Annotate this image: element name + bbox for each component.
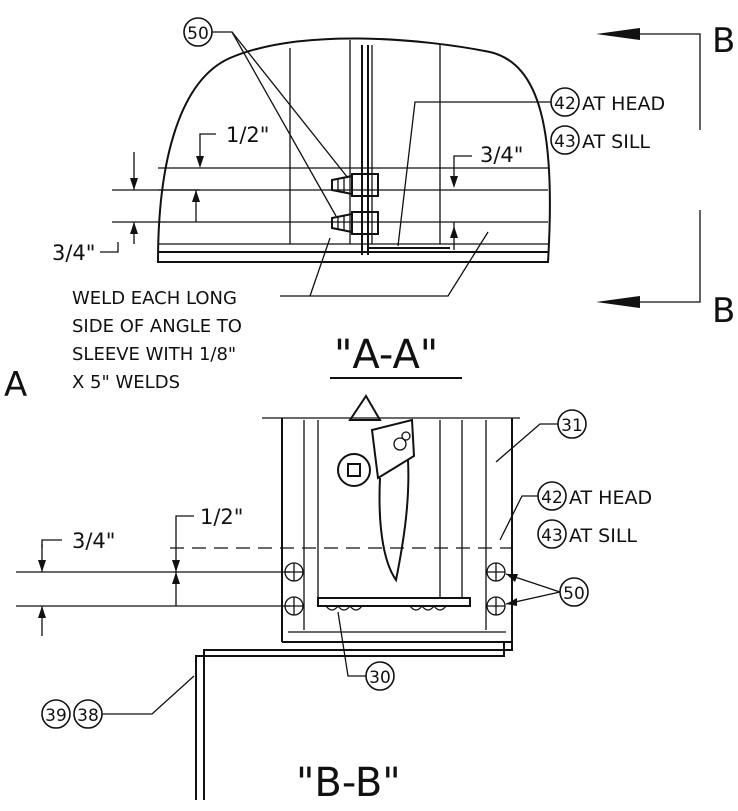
marker-b-top: B — [712, 21, 735, 61]
bb-leader — [495, 423, 558, 463]
bb-arrowhead — [172, 560, 180, 572]
bb-leader — [337, 611, 366, 677]
bb-callout-31: 31 — [561, 416, 583, 436]
bb-angle-inner — [195, 642, 505, 800]
aa-arrowhead — [192, 190, 200, 202]
aa-dim-half: 1/2" — [226, 123, 269, 147]
aa-dim-leader — [100, 242, 119, 253]
bb-arrowhead — [38, 606, 46, 618]
bb-callout-39-bubble — [41, 699, 71, 729]
aa-weld-leader — [280, 231, 489, 297]
aa-arrowhead — [196, 156, 204, 168]
bb-callout-42: 42 — [541, 488, 563, 508]
bb-dim-leader — [41, 539, 62, 548]
aa-callout-42: 42 — [554, 94, 576, 114]
aa-leader — [397, 101, 551, 247]
aa-screw-lower — [331, 211, 379, 235]
section-aa: 50 42 AT HEAD 43 AT SILL 1/2" 3/4" 3/4" — [52, 17, 665, 393]
aa-arrowhead — [130, 222, 138, 234]
aa-callout-43: 43 — [554, 132, 576, 152]
aa-weld-note-line-3: SLEEVE WITH 1/8" — [72, 344, 236, 365]
bb-extrusion-ribs — [325, 604, 447, 611]
marker-line-bottom — [640, 210, 701, 303]
bb-angle-outer — [203, 614, 513, 800]
bb-arrowhead — [38, 560, 46, 572]
aa-at-head: AT HEAD — [582, 93, 665, 115]
aa-callout-50: 50 — [187, 24, 209, 44]
bb-fastener — [486, 596, 506, 616]
aa-title: "A-A" — [334, 332, 438, 378]
marker-arrow-top — [596, 28, 640, 40]
bb-leader — [499, 495, 538, 541]
bb-callout-39: 39 — [45, 706, 67, 726]
bb-callout-30: 30 — [369, 668, 391, 688]
bb-fastener — [486, 562, 506, 582]
aa-dim-three-quarter-right: 3/4" — [480, 143, 523, 167]
bb-at-sill: AT SILL — [569, 525, 637, 547]
bb-arrowhead — [506, 574, 518, 582]
bb-arrowhead — [506, 598, 517, 606]
marker-line-top — [640, 33, 701, 130]
aa-weld-note-line-2: SIDE OF ANGLE TO — [72, 316, 242, 337]
bb-callout-50: 50 — [563, 584, 585, 604]
bb-lock-hardware — [337, 394, 416, 583]
aa-dim-leader — [199, 133, 216, 160]
marker-a-left: A — [4, 365, 27, 405]
bb-leader — [102, 675, 195, 715]
aa-sleeve-outline — [156, 37, 551, 263]
marker-arrow-bottom — [596, 296, 640, 308]
bb-title: "B-B" — [296, 760, 401, 806]
bb-at-head: AT HEAD — [569, 487, 652, 509]
bb-dim-half: 1/2" — [200, 505, 243, 529]
section-bb: 1/2" 3/4" 31 42 AT HEAD 43 AT SILL 50 30 — [16, 394, 652, 806]
aa-arrowhead — [450, 176, 458, 188]
aa-at-sill: AT SILL — [582, 131, 650, 153]
aa-arrowhead — [130, 178, 138, 190]
bb-sill-extrusion — [317, 597, 471, 607]
aa-screw-upper — [331, 173, 379, 197]
aa-dim-leader — [453, 155, 472, 180]
section-markers: B B A — [4, 21, 735, 405]
aa-weld-note-line-4: X 5" WELDS — [72, 372, 180, 393]
marker-b-bottom: B — [712, 291, 735, 331]
aa-weld-leader — [309, 237, 331, 297]
bb-dim-leader — [175, 515, 194, 528]
bb-callout-43: 43 — [541, 526, 563, 546]
aa-leader — [231, 31, 337, 217]
aa-dim-three-quarter-left: 3/4" — [52, 241, 95, 265]
aa-weld-note-line-1: WELD EACH LONG — [72, 288, 237, 309]
aa-arrowhead — [450, 226, 458, 238]
aa-callout-43-bubble — [550, 125, 580, 155]
aa-leader — [212, 31, 349, 179]
bb-callout-38: 38 — [77, 706, 99, 726]
bb-arrowhead — [172, 572, 180, 584]
bb-callout-43-bubble — [537, 519, 567, 549]
bb-dim-three-quarter: 3/4" — [72, 529, 115, 553]
